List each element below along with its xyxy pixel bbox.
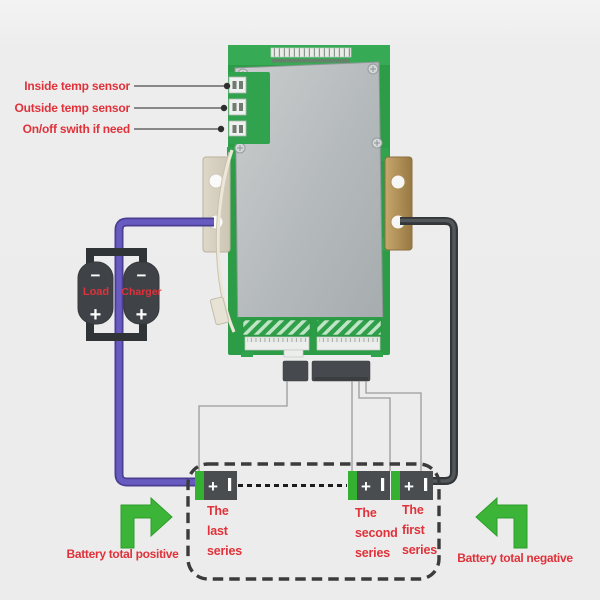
inside-temp-connector-icon	[228, 76, 247, 94]
cell-plus-terminal: +	[208, 477, 218, 496]
screw-icon	[367, 63, 379, 75]
label-load: Load	[82, 286, 110, 298]
sensor-wire	[209, 149, 236, 333]
bms-board	[202, 45, 413, 358]
parallel-branch: − + − +	[77, 248, 160, 341]
cell-second-series: +	[348, 471, 390, 500]
positive-wire	[114, 217, 214, 487]
charger-plus-terminal: +	[136, 304, 148, 326]
label-charger: Charger	[121, 286, 162, 298]
cell-minus-terminal-icon	[228, 478, 232, 491]
screw-icon	[371, 137, 383, 149]
load-plus-terminal: +	[90, 304, 102, 326]
positive-direction-arrow-icon	[120, 496, 173, 549]
battery-pack: + + +	[186, 462, 441, 581]
cell-last-series: +	[195, 471, 237, 500]
edge-connector-icon	[379, 148, 389, 161]
load-battery: − +	[77, 261, 114, 326]
cell-plus-terminal: +	[404, 477, 414, 496]
label-first-series: The first series	[402, 503, 437, 557]
cell-plus-terminal: +	[361, 477, 371, 496]
right-mounting-bracket	[384, 156, 413, 251]
label-second-series: The second series	[355, 506, 398, 560]
sensor-plug-icon	[209, 296, 230, 326]
label-inside-temp-sensor: Inside temp sensor	[24, 79, 130, 93]
outside-temp-connector-icon	[228, 98, 247, 116]
pcb-bottom-strip	[237, 317, 384, 358]
negative-direction-arrow-icon	[475, 496, 528, 549]
balance-plugs	[282, 360, 371, 382]
battery-pack-outline	[186, 462, 441, 581]
load-minus-terminal: −	[91, 266, 101, 285]
balance-wires	[198, 381, 422, 471]
charger-battery: − +	[123, 261, 160, 326]
cell-first-series: +	[391, 471, 433, 500]
label-onoff-switch: On/off swith if need	[22, 122, 131, 136]
onoff-switch-connector-icon	[228, 120, 247, 137]
cell-minus-terminal-icon	[381, 478, 385, 491]
label-battery-total-positive: Battery total positive	[66, 547, 179, 561]
label-last-series: The last series	[207, 504, 242, 558]
cell-minus-terminal-icon	[424, 478, 428, 491]
label-outside-temp-sensor: Outside temp sensor	[14, 101, 130, 115]
edge-connector-icon	[379, 238, 389, 251]
charger-minus-terminal: −	[137, 266, 147, 285]
balance-plug-large-icon	[311, 360, 371, 382]
label-leader-lines	[134, 82, 231, 133]
label-battery-total-negative: Battery total negative	[457, 551, 573, 565]
negative-wire	[400, 217, 458, 485]
pcb-top-header	[270, 47, 352, 63]
balance-plug-small-icon	[282, 360, 309, 382]
sensor-connector-panel	[228, 72, 270, 144]
screw-icon	[234, 142, 246, 154]
